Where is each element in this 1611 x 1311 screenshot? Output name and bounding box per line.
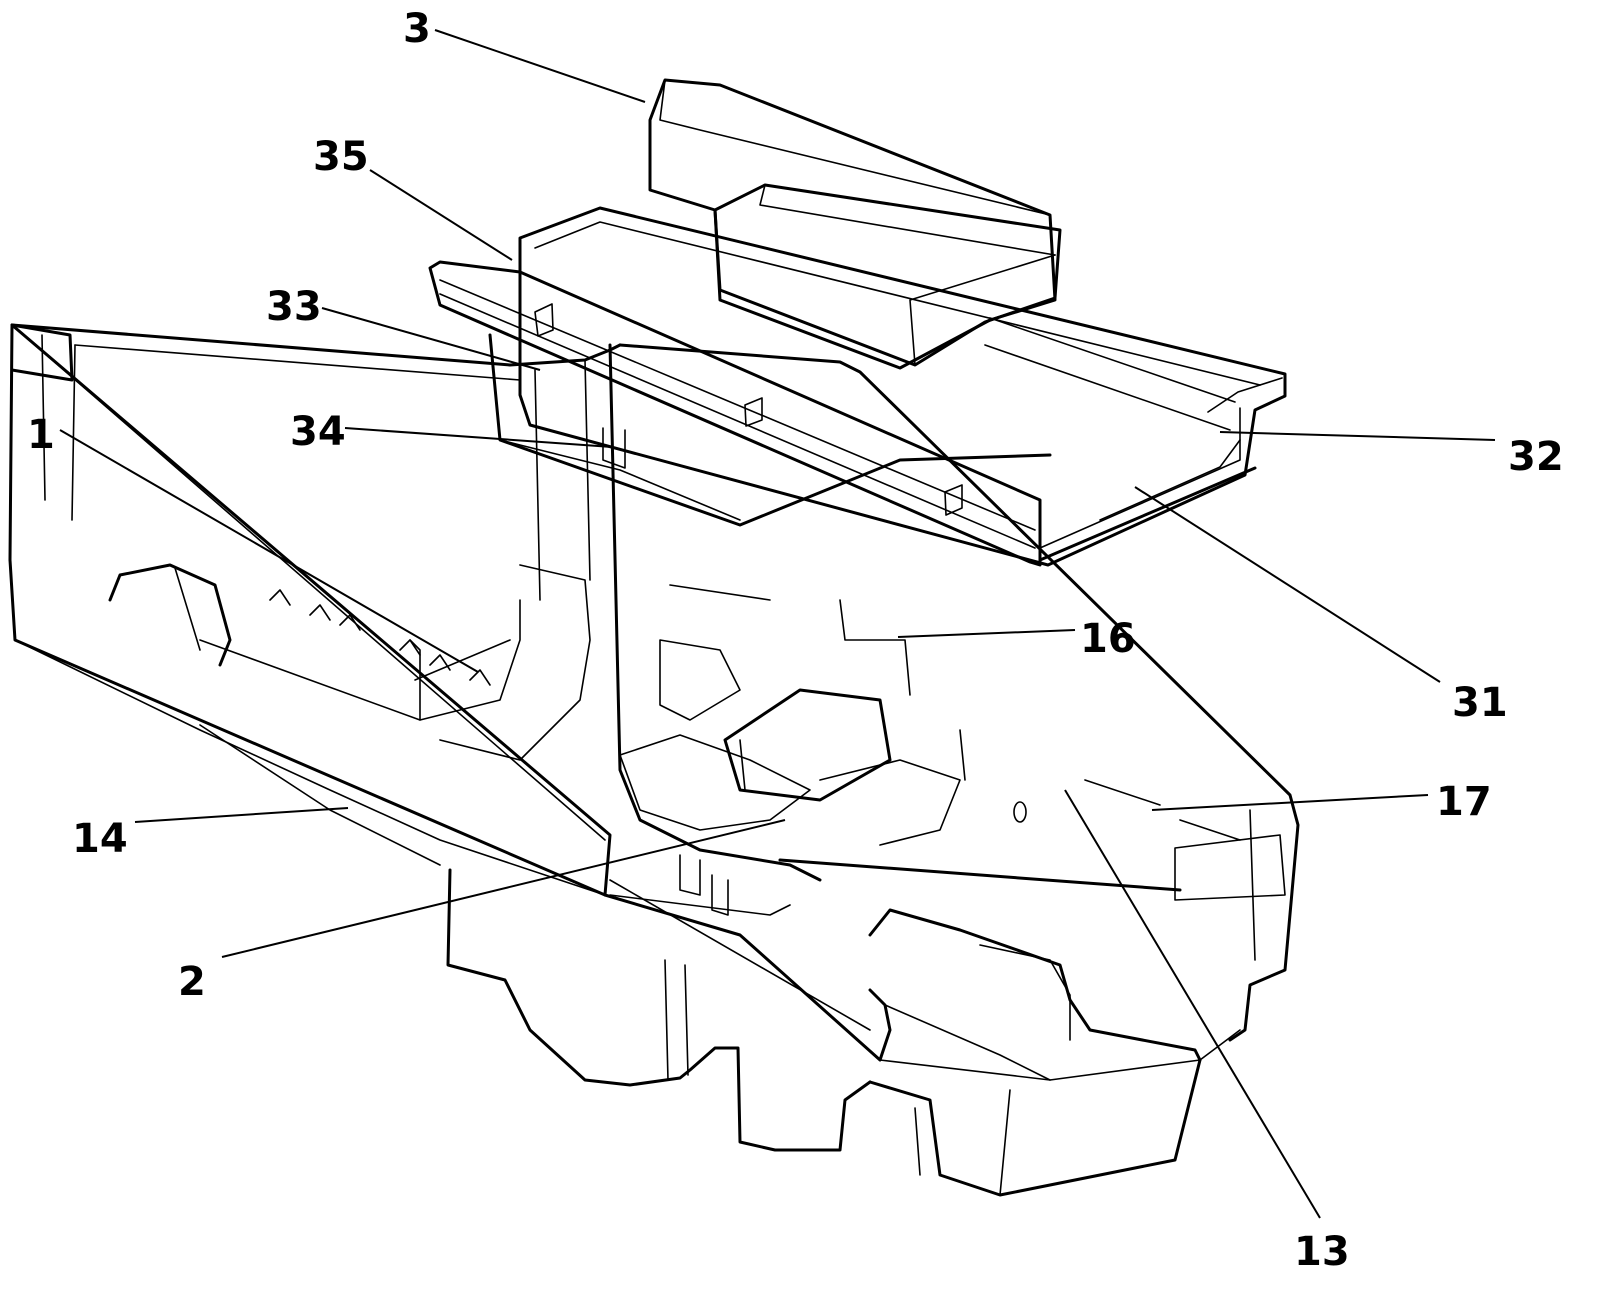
numeral-13: 13	[1294, 1229, 1350, 1275]
numeral-1: 1	[27, 412, 55, 458]
numeral-17: 17	[1436, 779, 1492, 825]
numeral-34: 34	[290, 409, 346, 455]
numeral-3: 3	[403, 6, 431, 52]
numeral-2: 2	[178, 959, 206, 1005]
lid-assembly	[428, 78, 1287, 567]
numeral-16: 16	[1080, 616, 1136, 662]
numeral-31: 31	[1452, 680, 1508, 726]
base-housing	[8, 323, 1300, 1197]
reference-numerals: 3 35 33 34 1 32 31 16 17 14 2 13	[27, 6, 1564, 1275]
numeral-33: 33	[266, 284, 322, 330]
leader-lines	[59, 29, 1496, 1219]
numeral-32: 32	[1508, 434, 1564, 480]
numeral-35: 35	[313, 134, 369, 180]
numeral-14: 14	[72, 816, 128, 862]
